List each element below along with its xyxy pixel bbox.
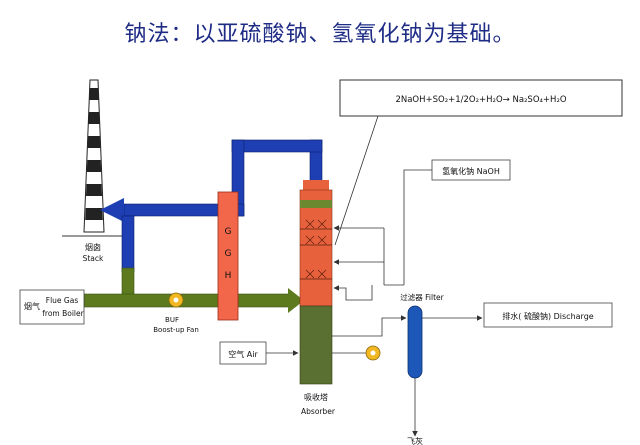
stack-label-en: Stack [83,254,104,263]
boost-fan-label: Boost-up Fan [153,326,199,334]
absorber-label-en: Absorber [301,407,336,416]
flue-gas-label-en2: from Boiler [42,309,84,318]
ash-label: 飞灰 [407,436,423,445]
filter-lines [332,315,483,437]
packing-layer-upper [300,219,332,246]
absorber-tower [299,180,333,385]
page-title: 钠法：以亚硫酸钠、氢氧化钠为基础。 [124,22,516,47]
discharge-label: 排水( 硫酸钠) Discharge [502,311,593,321]
boost-fan-icon [168,292,184,308]
ggh-unit [217,191,239,321]
buf-label: BUF [165,316,179,324]
flue-gas-box [19,289,85,325]
air-label: 空气 Air [228,349,258,359]
flue-gas-label-cn: 烟气 [24,301,40,311]
packing-layer-lower [300,269,332,280]
discharge-box [483,302,613,328]
stack-label-cn: 烟囱 [85,242,101,252]
filter-icon [407,305,423,379]
naoh-feed-lines [333,169,432,301]
naoh-label: 氢氧化钠 NaOH [442,166,500,176]
clean-gas-duct [100,139,323,273]
filter-label: 过滤器 Filter [400,292,444,302]
flue-gas-label-en1: Flue Gas [46,296,79,305]
reaction-pointer-line [334,115,379,246]
stack-icon [83,79,105,233]
reaction-equation: 2NaOH+SO₂+1/2O₂+H₂O→ Na₂SO₄+H₂O [395,95,566,105]
flue-gas-duct [83,267,304,313]
absorber-label-cn: 吸收塔 [304,392,328,402]
ggh-letter-2: G [225,249,232,259]
recirculation-pump-icon [365,345,381,361]
ggh-letter-3: H [225,271,232,281]
reaction-box: 2NaOH+SO₂+1/2O₂+H₂O→ Na₂SO₄+H₂O [339,79,623,117]
ggh-letter-1: G [225,227,232,237]
